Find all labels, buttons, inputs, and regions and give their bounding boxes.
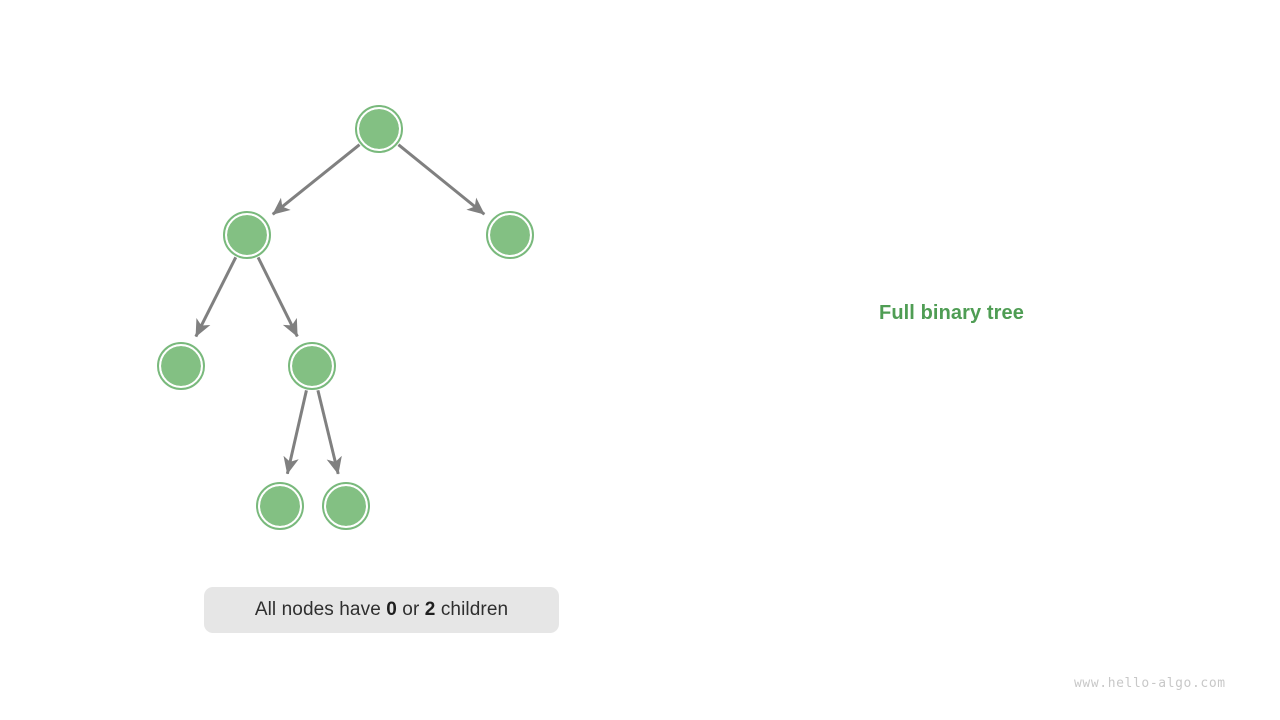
tree-node-disc	[227, 215, 267, 255]
tree-node-ring	[223, 211, 271, 259]
tree-edge	[316, 389, 342, 475]
tree-node-disc	[260, 486, 300, 526]
page-title: Full binary tree	[879, 302, 1024, 324]
tree-node-gap	[225, 213, 269, 257]
tree-node-gap	[488, 213, 532, 257]
tree-node[interactable]	[157, 342, 205, 390]
tree-node-disc	[326, 486, 366, 526]
caption-badge: All nodes have 0 or 2 children	[204, 587, 559, 633]
caption-text: All nodes have 0 or 2 children	[255, 599, 508, 621]
tree-node[interactable]	[355, 105, 403, 153]
tree-node[interactable]	[322, 482, 370, 530]
tree-edge	[283, 390, 308, 475]
tree-node-disc	[292, 346, 332, 386]
tree-edge	[397, 143, 486, 216]
caption-bold-zero: 0	[386, 599, 397, 620]
tree-node-ring	[157, 342, 205, 390]
tree-node[interactable]	[486, 211, 534, 259]
tree-edge	[256, 256, 299, 338]
tree-node-ring	[322, 482, 370, 530]
tree-node-layer	[157, 105, 534, 530]
tree-node-disc	[161, 346, 201, 386]
caption-bold-two: 2	[424, 599, 436, 620]
caption-prefix: All nodes have	[254, 599, 387, 620]
tree-node-ring	[486, 211, 534, 259]
tree-node-gap	[258, 484, 302, 528]
tree-node-ring	[288, 342, 336, 390]
tree-node-gap	[357, 107, 401, 151]
tree-node[interactable]	[223, 211, 271, 259]
caption-middle: or	[396, 599, 425, 620]
tree-node-gap	[324, 484, 368, 528]
tree-node-ring	[256, 482, 304, 530]
tree-node-gap	[159, 344, 203, 388]
tree-edge	[194, 256, 238, 338]
caption-suffix: children	[435, 599, 509, 620]
tree-node-gap	[290, 344, 334, 388]
tree-node-ring	[355, 105, 403, 153]
tree-node-disc	[490, 215, 530, 255]
tree-node[interactable]	[288, 342, 336, 390]
tree-node[interactable]	[256, 482, 304, 530]
tree-node-disc	[359, 109, 399, 149]
tree-edge	[271, 143, 361, 216]
watermark: www.hello-algo.com	[1074, 676, 1226, 691]
tree-edge-layer	[194, 143, 486, 475]
